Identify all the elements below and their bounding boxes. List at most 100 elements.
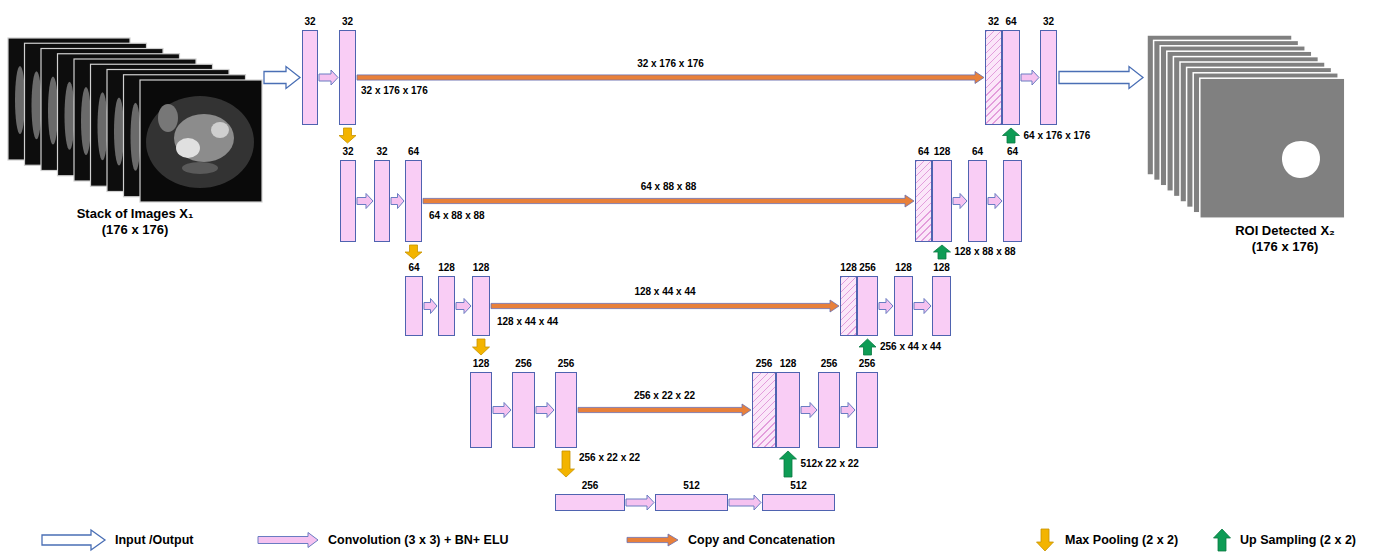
feature-rect	[776, 372, 800, 448]
input-output-sample	[42, 530, 105, 550]
max-pooling-arrow	[473, 339, 490, 355]
feature-map-box: 128	[932, 262, 951, 336]
channel-count: 256	[558, 358, 575, 370]
channel-count: 256	[582, 480, 599, 492]
mri-tissue	[158, 104, 178, 132]
channel-count: 64	[972, 146, 983, 158]
feature-map-box: 256	[856, 358, 878, 448]
legend-text: Up Sampling (2 x 2)	[1240, 532, 1356, 548]
copy-concat-arrow	[357, 72, 984, 84]
mri-slice-detail	[98, 92, 108, 160]
feature-rect	[555, 494, 625, 511]
feature-map-box: 32	[1040, 16, 1057, 125]
channel-count: 128	[840, 262, 857, 274]
feature-rect	[968, 160, 987, 242]
feature-map-box: 256	[857, 262, 878, 336]
dimension-label: 128 x 88 x 88	[954, 246, 1017, 258]
mri-heart	[174, 114, 234, 162]
channel-count: 32	[1043, 16, 1054, 28]
convolution-arrow	[841, 403, 855, 418]
mri-body	[146, 96, 254, 188]
convolution-arrow	[424, 299, 437, 314]
convolution-arrow	[626, 495, 654, 510]
convolution-arrow	[914, 299, 931, 314]
copy-concat-arrow	[578, 404, 751, 416]
channel-count: 32	[342, 146, 353, 158]
feature-map-box: 256	[512, 358, 535, 448]
up-sampling-arrow	[859, 339, 876, 355]
channel-count: 128	[473, 262, 490, 274]
channel-count: 128	[895, 262, 912, 274]
channel-count: 128	[933, 262, 950, 274]
feature-rect	[374, 160, 390, 242]
channel-count: 64	[918, 146, 929, 158]
max-pooling-sample	[1037, 529, 1054, 551]
dimension-label: 64 x 88 x 88	[640, 181, 698, 193]
feature-rect	[655, 494, 728, 511]
channel-count: 128	[934, 146, 951, 158]
mri-slice-detail	[32, 71, 42, 139]
copied-feature-map: 64	[915, 146, 932, 242]
feature-map-box: 128	[932, 146, 952, 242]
channel-count: 64	[1005, 16, 1016, 28]
roi-blob	[1282, 141, 1320, 178]
channel-count: 128	[473, 358, 490, 370]
copy-concat-arrow	[423, 195, 914, 207]
copy-concat-sample	[627, 534, 678, 546]
dimension-label: 256 x 22 x 22	[578, 452, 641, 464]
mri-slice-detail	[48, 77, 58, 145]
dimension-label: 64 x 176 x 176	[1023, 130, 1092, 142]
convolution-arrow	[493, 403, 511, 418]
feature-rect	[555, 372, 577, 448]
feature-rect	[470, 372, 492, 448]
legend-text: Copy and Concatenation	[688, 532, 835, 548]
legend-text: Max Pooling (2 x 2)	[1065, 532, 1178, 548]
mri-slice-detail	[81, 87, 91, 155]
feature-map-box: 32	[339, 16, 356, 125]
feature-map-box: 64	[1002, 16, 1020, 125]
mask-slice	[1200, 78, 1345, 218]
image-caption: (176 x 176)	[1220, 239, 1350, 255]
convolution-arrow	[536, 403, 554, 418]
channel-count: 256	[756, 358, 773, 370]
feature-map-box: 128	[472, 262, 490, 336]
convolution-sample	[258, 533, 318, 548]
image-stack: ROI Detected X₂(176 x 176)	[1145, 35, 1350, 257]
legend-text: Input /Output	[115, 532, 193, 548]
channel-count: 128	[438, 262, 455, 274]
convolution-arrow	[729, 495, 761, 510]
feature-map-box: 64	[968, 146, 987, 242]
convolution-arrow	[988, 194, 1002, 209]
channel-count: 512	[683, 480, 700, 492]
channel-count: 128	[780, 358, 797, 370]
mri-slice-detail	[65, 82, 75, 150]
feature-rect	[472, 276, 490, 336]
feature-rect	[857, 276, 878, 336]
dimension-label: 256 x 22 x 22	[633, 390, 696, 402]
feature-map-box: 32	[340, 146, 356, 242]
feature-map-box: 64	[1003, 146, 1022, 242]
legend-samples	[42, 529, 1231, 551]
convolution-arrow	[357, 194, 373, 209]
mri-slice-detail	[131, 103, 141, 171]
channel-count: 256	[515, 358, 532, 370]
channel-count: 32	[376, 146, 387, 158]
feature-rect	[818, 372, 840, 448]
feature-rect	[762, 494, 835, 511]
dimension-label: 32 x 176 x 176	[636, 58, 705, 70]
feature-rect	[512, 372, 535, 448]
up-sampling-arrow	[934, 245, 951, 259]
caption-block: ROI Detected X₂(176 x 176)	[1220, 223, 1350, 255]
feature-map-box: 512	[655, 480, 728, 511]
convolution-arrow	[801, 403, 817, 418]
convolution-arrow	[456, 299, 471, 314]
up-sampling-sample	[1214, 529, 1231, 551]
mri-ventricle	[211, 122, 229, 138]
feature-map-box: 128	[776, 358, 800, 448]
up-sampling-arrow	[780, 451, 797, 477]
mri-ventricle	[176, 138, 200, 158]
copied-feature-map: 256	[752, 358, 776, 448]
input-output-arrow	[264, 67, 300, 89]
convolution-arrow	[953, 194, 967, 209]
